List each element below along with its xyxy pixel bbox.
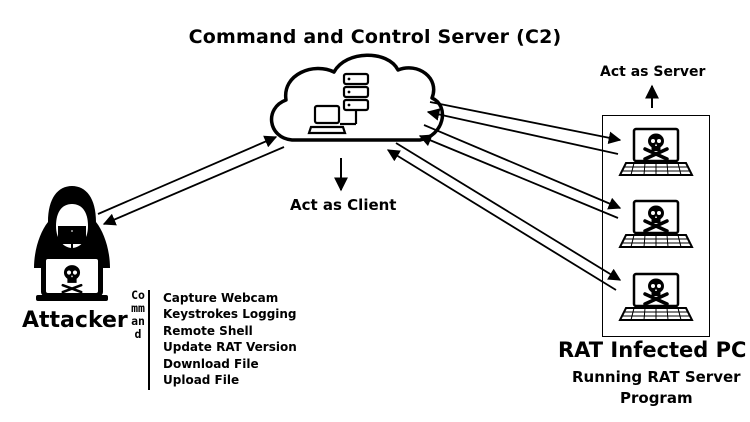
command-divider [148, 290, 150, 390]
command-item: Remote Shell [163, 323, 253, 338]
act-as-client-label: Act as Client [290, 196, 397, 214]
computer-icon [307, 104, 347, 135]
rat-subtitle-line2: Program [620, 389, 693, 407]
diagram-title: Command and Control Server (C2) [188, 26, 562, 48]
act-as-server-label: Act as Server [600, 64, 706, 80]
command-item: Update RAT Version [163, 340, 297, 355]
c2-infected-arrows [386, 101, 622, 291]
command-item: Upload File [163, 373, 240, 388]
command-list: Capture Webcam Keystrokes Logging Remote… [163, 290, 297, 388]
attacker-label: Attacker [22, 308, 128, 333]
command-vertical-label: Command [131, 288, 145, 341]
server-rack-icon [340, 72, 370, 126]
arrow-c2-to-attacker [102, 146, 285, 226]
command-item: Download File [163, 356, 259, 371]
command-item: Keystrokes Logging [163, 307, 297, 322]
rat-infected-pc-label: RAT Infected PC [558, 338, 747, 362]
infected-pc-box [602, 115, 710, 337]
skull-icon [61, 265, 83, 294]
rat-subtitle-line1: Running RAT Server [572, 368, 741, 386]
arrow-attacker-to-c2 [97, 135, 278, 215]
command-item: Capture Webcam [163, 291, 279, 305]
hacker-icon [34, 186, 110, 301]
